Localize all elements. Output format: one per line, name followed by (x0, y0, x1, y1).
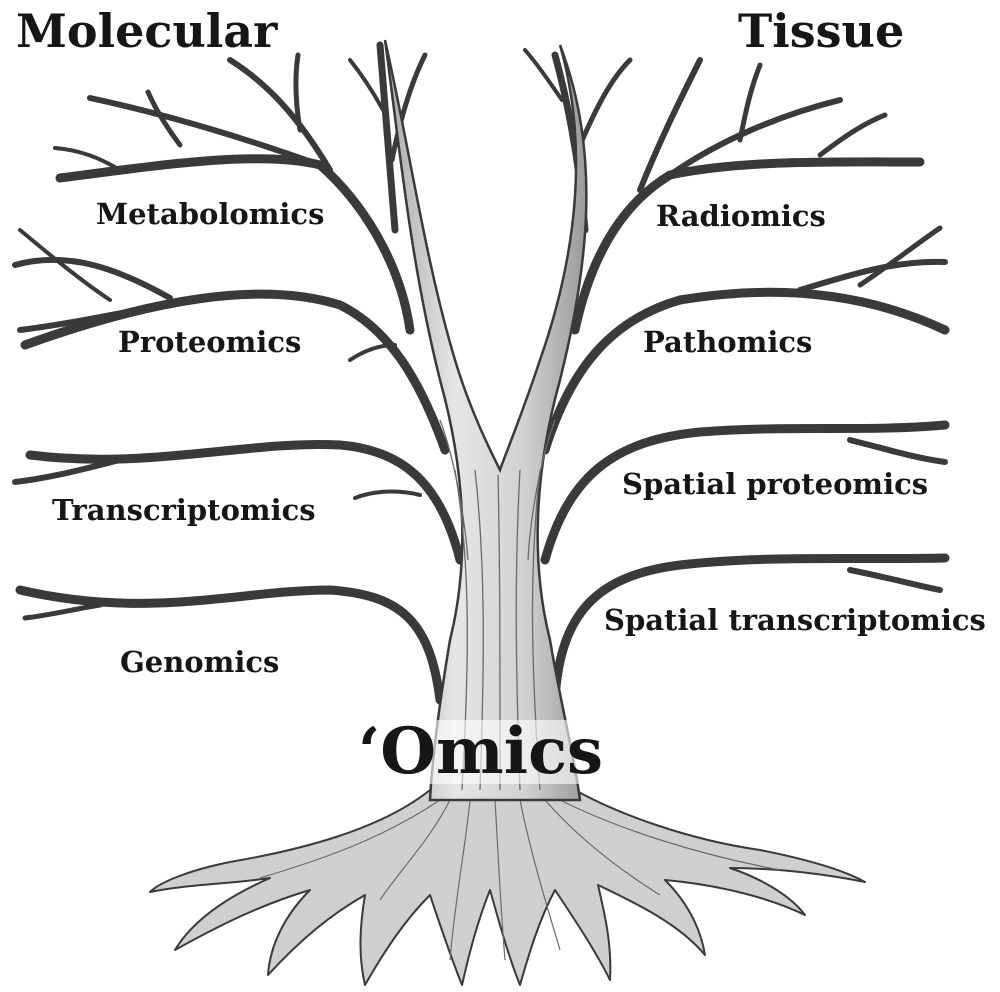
label-spatial-proteomics: Spatial proteomics (622, 467, 929, 501)
root-outline (149, 789, 866, 986)
label-pathomics: Pathomics (643, 325, 813, 359)
label-radiomics: Radiomics (656, 199, 826, 233)
label-omics: ‘Omics (352, 720, 610, 784)
heading-tissue: Tissue (738, 4, 905, 58)
label-metabolomics: Metabolomics (96, 197, 325, 231)
left-branches (12, 41, 465, 705)
branch-pathomics (540, 287, 950, 455)
branch-top-left (55, 154, 415, 335)
branch-spatial-proteomics (540, 420, 950, 565)
label-spatial-transcriptomics: Spatial transcriptomics (604, 603, 986, 637)
tree-roots (149, 789, 866, 986)
label-proteomics: Proteomics (118, 325, 302, 359)
label-genomics: Genomics (120, 645, 280, 679)
branch-transcriptomics (25, 439, 465, 565)
heading-molecular: Molecular (16, 4, 278, 58)
right-branches (523, 48, 950, 705)
branch-genomics (15, 585, 445, 705)
label-transcriptomics: Transcriptomics (52, 493, 316, 527)
branch-spatial-transcriptomics (550, 553, 950, 705)
